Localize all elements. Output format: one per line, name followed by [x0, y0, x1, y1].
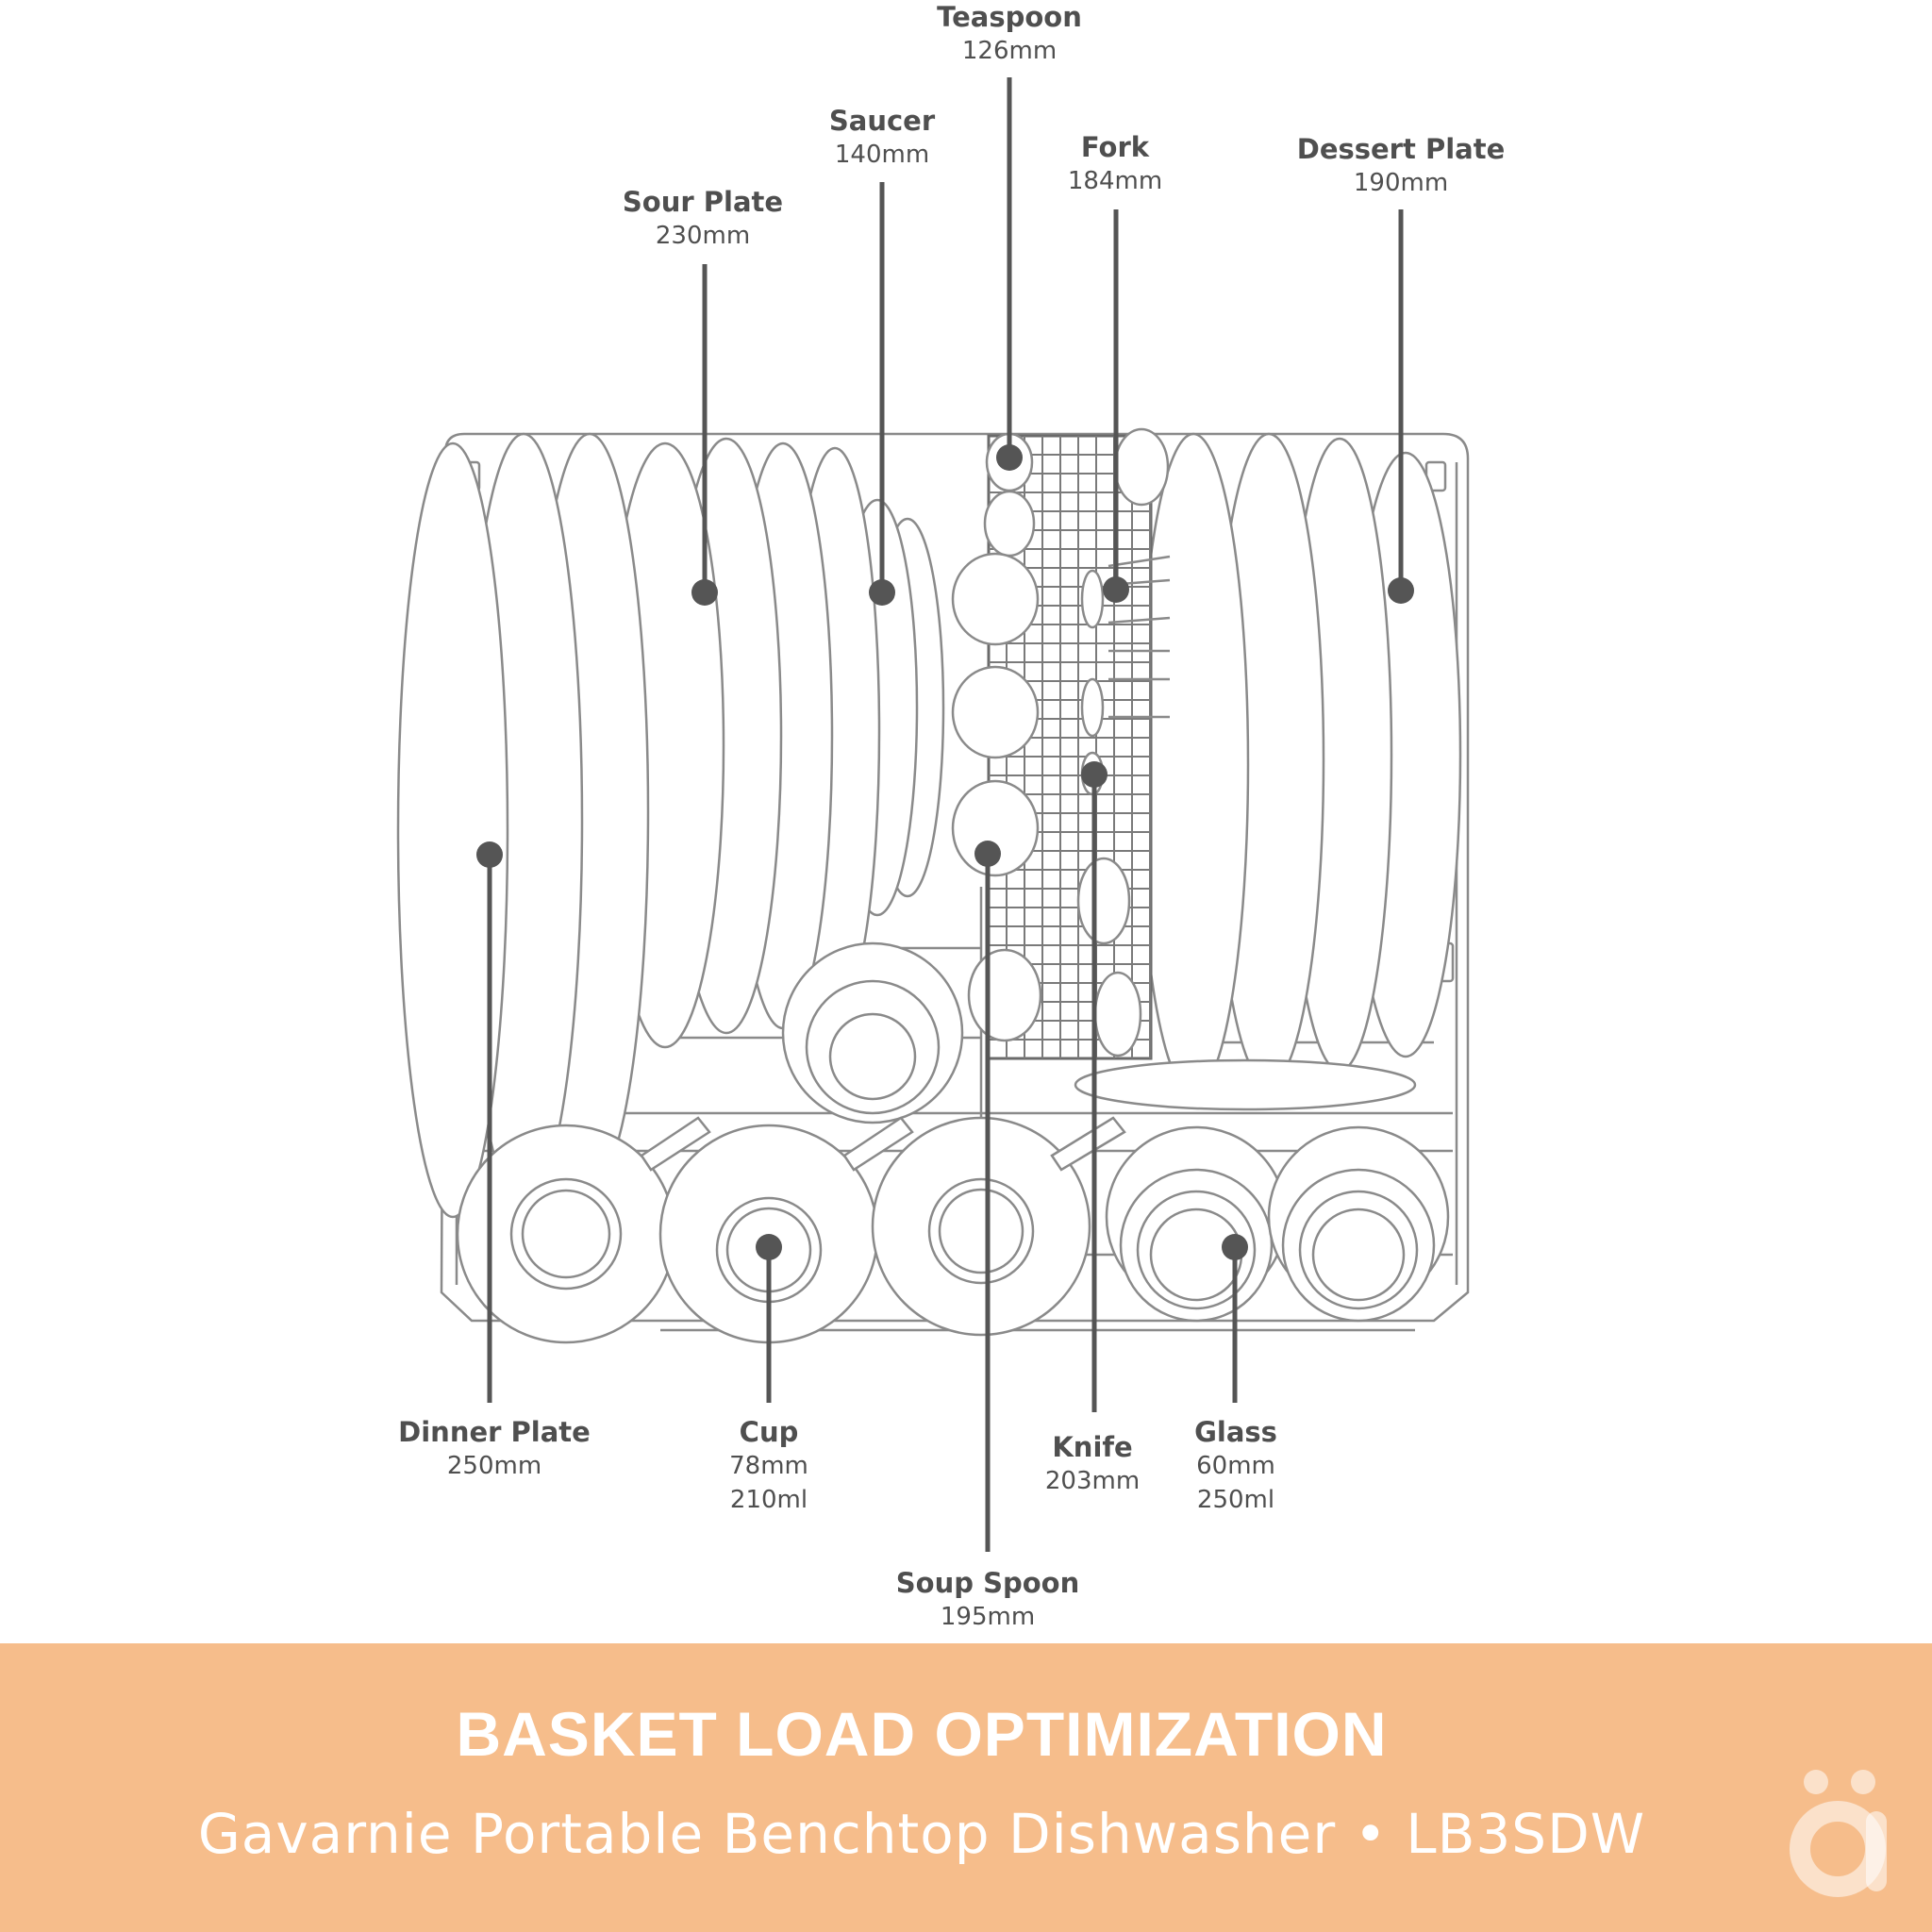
label-spec: 126mm — [961, 37, 1058, 65]
label-name: Soup Spoon — [895, 1567, 1080, 1599]
label-name: Sour Plate — [622, 186, 784, 218]
footer-banner — [0, 1643, 1932, 1932]
label-sour-plate: Sour Plate 230mm — [590, 185, 816, 253]
label-spec: 140mm — [834, 141, 930, 169]
label-name: Dinner Plate — [398, 1416, 591, 1448]
label-spec: 60mm — [1196, 1452, 1275, 1480]
label-spec: 250mm — [446, 1452, 542, 1480]
label-spec: 195mm — [940, 1603, 1036, 1631]
footer-title: BASKET LOAD OPTIMIZATION — [456, 1699, 1388, 1769]
brand-logo: ä — [1790, 1770, 1887, 1897]
label-spec: 184mm — [1067, 167, 1163, 195]
label-teaspoon: Teaspoon 126mm — [906, 0, 1113, 68]
right-plates — [1074, 432, 1462, 1111]
label-dinner-plate: Dinner Plate 250mm — [376, 1415, 612, 1483]
label-name: Glass — [1194, 1416, 1277, 1448]
leader-dot-dessert-plate — [1388, 577, 1414, 604]
plate-outline — [1137, 432, 1250, 1096]
label-dessert-plate: Dessert Plate 190mm — [1274, 132, 1528, 200]
label-spec: 78mm — [729, 1452, 808, 1480]
leader-lines — [476, 77, 1414, 1552]
label-cup: Cup 78mm 210ml — [665, 1415, 873, 1517]
plate-outline — [396, 441, 509, 1219]
label-name: Teaspoon — [937, 1, 1082, 33]
leader-dot-cup — [756, 1234, 782, 1260]
label-name: Dessert Plate — [1296, 133, 1506, 165]
label-spec: 250ml — [1196, 1486, 1275, 1514]
label-spec: 190mm — [1353, 169, 1449, 197]
label-spec: 210ml — [729, 1486, 808, 1514]
leader-dot-soup-spoon — [974, 841, 1001, 867]
footer-subtitle: Gavarnie Portable Benchtop Dishwasher • … — [197, 1802, 1646, 1866]
leader-dot-knife — [1081, 761, 1108, 788]
cutlery-items — [951, 427, 1171, 1058]
leader-dot-glass — [1222, 1234, 1248, 1260]
leader-dot-teaspoon — [996, 444, 1023, 471]
leader-dot-sour-plate — [691, 579, 718, 606]
left-plates — [396, 432, 945, 1219]
label-soup-spoon: Soup Spoon 195mm — [865, 1566, 1110, 1634]
label-name: Cup — [739, 1416, 799, 1448]
label-name: Fork — [1080, 131, 1150, 163]
flat-plate — [1074, 1058, 1417, 1111]
leader-dot-dinner-plate — [476, 841, 503, 868]
label-name: Saucer — [828, 105, 936, 137]
cups-top — [781, 941, 964, 1124]
label-name: Knife — [1052, 1431, 1133, 1463]
leader-dot-fork — [1103, 576, 1129, 603]
label-spec: 203mm — [1044, 1467, 1141, 1495]
label-glass: Glass 60mm 250ml — [1132, 1415, 1340, 1517]
label-knife: Knife 203mm — [989, 1430, 1196, 1498]
label-spec: 230mm — [655, 222, 751, 250]
label-fork: Fork 184mm — [1011, 130, 1219, 198]
leader-dot-saucer — [869, 579, 895, 606]
bottom-row — [456, 1116, 1450, 1344]
label-saucer: Saucer 140mm — [778, 104, 986, 172]
